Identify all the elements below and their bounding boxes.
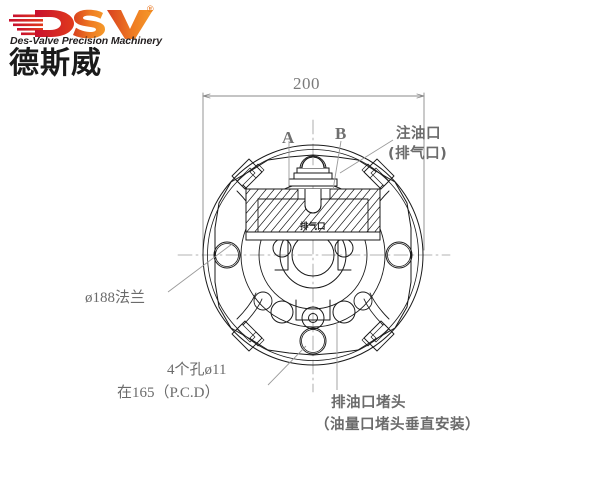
- leader-holes: [267, 345, 307, 386]
- dimension-line-200: [202, 92, 425, 251]
- label-vent-port-center: 排气口: [300, 222, 326, 232]
- mark-label-b: B: [335, 124, 347, 143]
- centerlines: [177, 119, 451, 393]
- flange-outline: [214, 154, 412, 356]
- logo-letter-v: [107, 10, 153, 39]
- label-fill-port-alt: (排气口): [388, 146, 448, 162]
- valve-plate: [245, 231, 381, 241]
- outer-body-circle: [202, 144, 424, 366]
- company-logo: ® Des-Valve Precision Machinery 德斯威: [4, 2, 174, 82]
- outer-body-circle-inner: [207, 149, 419, 361]
- logo-tagline: Des-Valve Precision Machinery: [10, 35, 162, 47]
- hub-lower-lugs: [270, 299, 356, 330]
- dimension-label-200: 200: [293, 74, 320, 93]
- logo-letter-s: [73, 9, 105, 39]
- label-drain-plug-note: （油量口堵头垂直安装）: [315, 417, 480, 433]
- label-holes-count: 4个孔ø11: [167, 362, 227, 378]
- label-holes-pcd: 在165（P.C.D）: [117, 385, 220, 401]
- label-flange: ø188法兰: [85, 290, 146, 306]
- leader-lines: [167, 139, 394, 390]
- dsv-logo-mark: [9, 9, 153, 39]
- top-port-plug-assembly: [288, 156, 338, 214]
- logo-letter-d: [35, 10, 74, 37]
- leader-fill-port: [339, 139, 394, 174]
- mark-label-a: A: [282, 128, 295, 147]
- logo-chinese-name: 德斯威: [9, 46, 102, 81]
- registered-trademark-icon: ®: [147, 4, 154, 14]
- logo-speed-lines: [9, 14, 43, 36]
- leader-flange: [167, 243, 233, 293]
- leader-mark-b: [332, 140, 342, 191]
- label-drain-plug: 排油口堵头: [331, 395, 406, 411]
- label-fill-port: 注油口: [396, 126, 441, 142]
